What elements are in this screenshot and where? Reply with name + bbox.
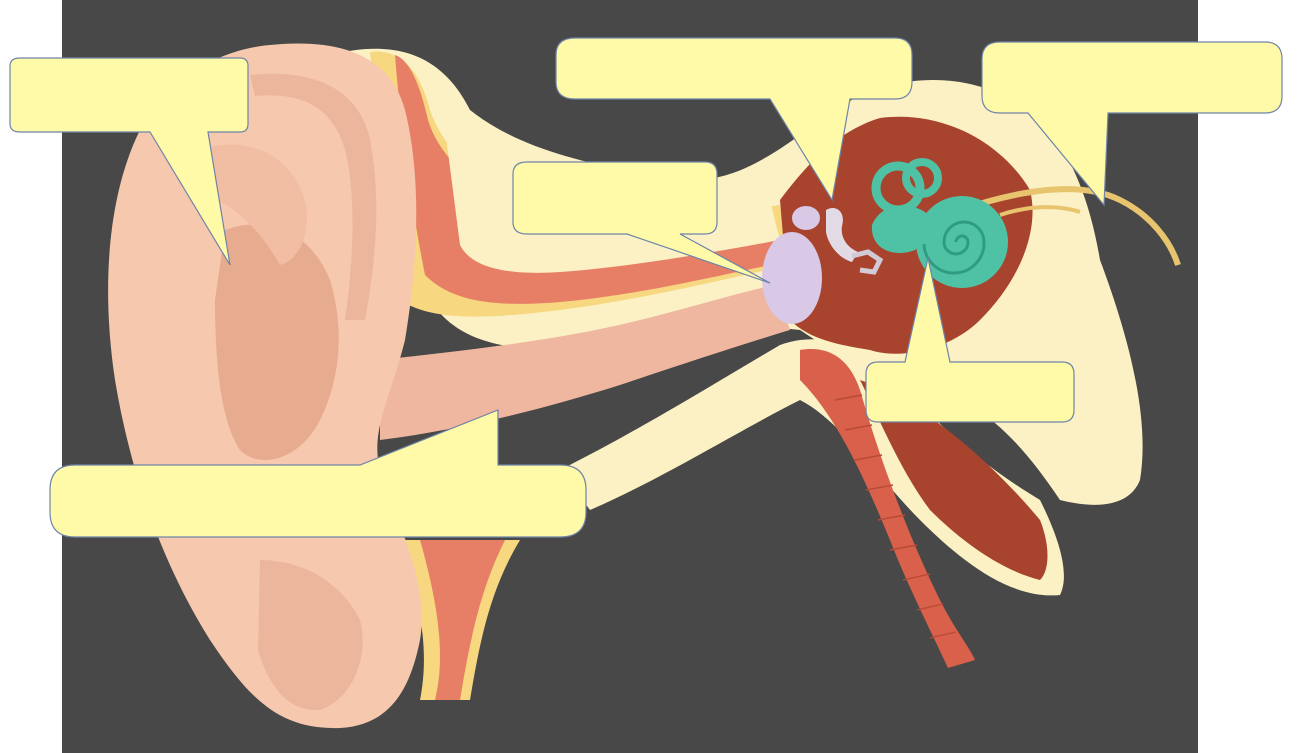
eardrum xyxy=(762,232,822,324)
malleus xyxy=(792,206,820,230)
